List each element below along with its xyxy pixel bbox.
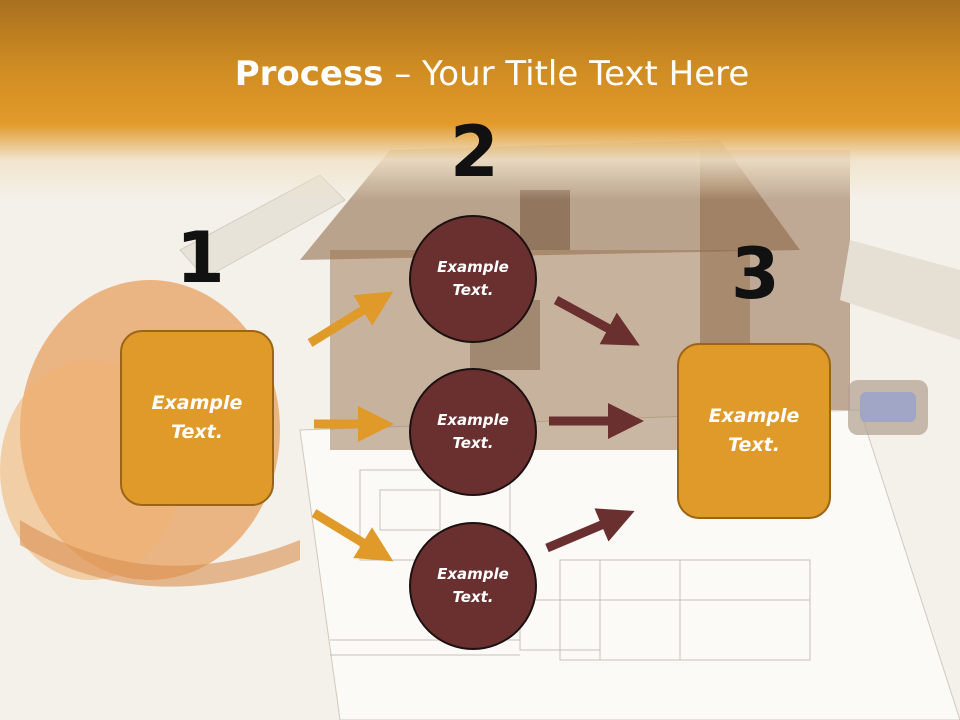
circle-top-text: Example Text. <box>437 258 509 299</box>
step-number-3: 3 <box>731 233 780 315</box>
arrow-1-to-top <box>307 291 394 347</box>
title-rest: – Your Title Text Here <box>383 54 750 94</box>
step-1-box[interactable]: Example Text. <box>120 330 274 506</box>
arrow-top-to-3 <box>553 296 640 346</box>
circle-bottom-text: Example Text. <box>437 565 509 606</box>
step-1-text: Example Text. <box>151 392 243 443</box>
arrow-1-to-bottom <box>311 509 394 562</box>
circle-middle[interactable]: Example Text. <box>409 368 537 496</box>
step-3-box[interactable]: Example Text. <box>677 343 831 519</box>
circle-top[interactable]: Example Text. <box>409 215 537 343</box>
step-number-2: 2 <box>450 111 499 193</box>
title-bold: Process <box>234 54 384 94</box>
circle-middle-text: Example Text. <box>437 411 509 452</box>
slide-title: Process – Your Title Text Here <box>0 52 960 96</box>
header-band <box>0 0 960 200</box>
step-number-1: 1 <box>176 217 225 299</box>
arrow-bottom-to-3 <box>545 508 635 553</box>
step-3-text: Example Text. <box>708 405 800 456</box>
circle-bottom[interactable]: Example Text. <box>409 522 537 650</box>
